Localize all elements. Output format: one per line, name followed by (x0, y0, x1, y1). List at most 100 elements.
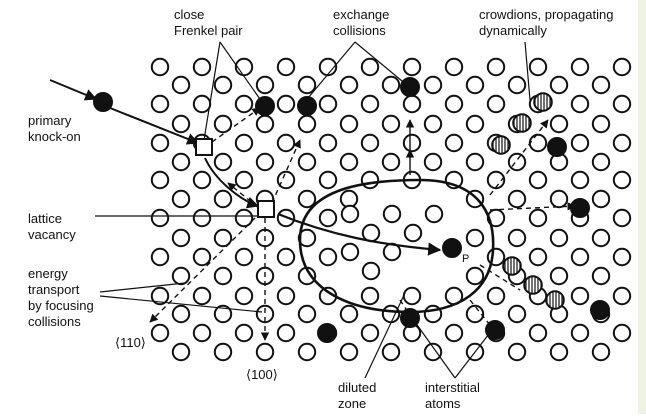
lattice-atom (171, 266, 191, 286)
lattice-atom (444, 94, 464, 114)
lattice-atom (340, 204, 360, 224)
lattice-atom (234, 323, 254, 343)
lattice-atom (612, 94, 632, 114)
lattice-atom (192, 208, 212, 228)
crowdion-atom (512, 113, 532, 133)
interstitial-atom (255, 96, 275, 116)
lattice-atom (360, 94, 380, 114)
lattice-atom (213, 342, 233, 362)
lattice-atom (213, 114, 233, 134)
lattice-atom (150, 94, 170, 114)
lattice-atom (507, 342, 527, 362)
lattice-atom (570, 247, 590, 267)
lattice-atom (423, 342, 443, 362)
lattice-atom (402, 94, 422, 114)
lattice-atom (465, 304, 485, 324)
lattice-atom (192, 323, 212, 343)
lattice-atom (318, 133, 338, 153)
lattice-atom (318, 208, 338, 228)
lattice-atom (234, 94, 254, 114)
lattice-atom (591, 266, 611, 286)
lattice-atom (297, 304, 317, 324)
lattice-atom (381, 75, 401, 95)
label-direction-100: ⟨100⟩ (246, 367, 278, 382)
lattice-atom (150, 286, 170, 306)
label-crowdions: crowdions, propagating dynamically (479, 7, 614, 38)
lattice-atom (465, 114, 485, 134)
lattice-atom (339, 75, 359, 95)
interstitial-atom (442, 238, 462, 258)
lattice-atom (213, 304, 233, 324)
pointer-energy-2 (99, 295, 263, 313)
lattice-atom (423, 75, 443, 95)
pointer-energy-1 (99, 282, 186, 293)
label-diluted-zone: diluted zone (338, 380, 377, 411)
vacancy2-to-p (277, 212, 442, 256)
lattice-atom (213, 189, 233, 209)
interstitial-atom (400, 77, 420, 97)
lattice-atom (570, 94, 590, 114)
lattice-atom (570, 57, 590, 77)
lattice-atom (528, 133, 548, 153)
lattice-atom (570, 323, 590, 343)
lattice-atom (591, 342, 611, 362)
lattice-atom (591, 189, 611, 209)
lattice-atom (150, 247, 170, 267)
lattice-atom (381, 114, 401, 134)
lattice-atom (360, 286, 380, 306)
pointer-exchange-2 (354, 41, 409, 87)
dashed-110 (149, 217, 256, 323)
crowdion-atom (545, 290, 565, 310)
lattice-atom (507, 189, 527, 209)
dashed-to-frenkel (211, 107, 261, 143)
label-lattice-vacancy: lattice vacancy (28, 211, 76, 242)
lattice-atom (318, 57, 338, 77)
dashed-low-1 (399, 299, 411, 316)
lattice-atom (528, 247, 548, 267)
lattice-atom (171, 228, 191, 248)
lattice-atom (150, 133, 170, 153)
lattice-atom (297, 189, 317, 209)
interstitial-atom (297, 96, 317, 116)
lattice-atom (276, 286, 296, 306)
lattice-atom (549, 342, 569, 362)
lattice-atom (171, 114, 191, 134)
lattice-atom (612, 286, 632, 306)
lattice-atom (360, 133, 380, 153)
lattice-atom (612, 247, 632, 267)
crowdion-dashed-2 (489, 202, 576, 211)
lattice-atom (486, 286, 506, 306)
lattice-atom (591, 152, 611, 172)
lattice-atom (403, 223, 423, 243)
lattice-atom (612, 57, 632, 77)
vacancy-square (257, 200, 275, 218)
label-point-p: P (462, 253, 470, 265)
lattice-atom (276, 57, 296, 77)
lattice-atom (234, 247, 254, 267)
lattice-atom (549, 114, 569, 134)
label-close-frenkel-pair: close Frenkel pair (174, 7, 243, 38)
lattice-atom (213, 228, 233, 248)
lattice-atom (297, 342, 317, 362)
label-exchange-collisions: exchange collisions (333, 7, 390, 38)
dashed-left (227, 182, 266, 214)
lattice-atom (150, 323, 170, 343)
lattice-atom (276, 247, 296, 267)
lattice-atom (234, 208, 254, 228)
lattice-atom (340, 242, 360, 262)
lattice-atom (591, 114, 611, 134)
lattice-atom (360, 323, 380, 343)
lattice-atom (612, 133, 632, 153)
lattice-atom (318, 247, 338, 267)
lattice-atom (192, 247, 212, 267)
lattice-atom (255, 304, 275, 324)
lattice-atom (276, 94, 296, 114)
lattice-atom (381, 152, 401, 172)
crowdion-atom (491, 135, 511, 155)
lattice-atom (297, 114, 317, 134)
pointer-diluted (364, 292, 406, 379)
lattice-atom (402, 57, 422, 77)
lattice-atom (213, 75, 233, 95)
lattice-atom (507, 75, 527, 95)
lattice-atom (528, 208, 548, 228)
